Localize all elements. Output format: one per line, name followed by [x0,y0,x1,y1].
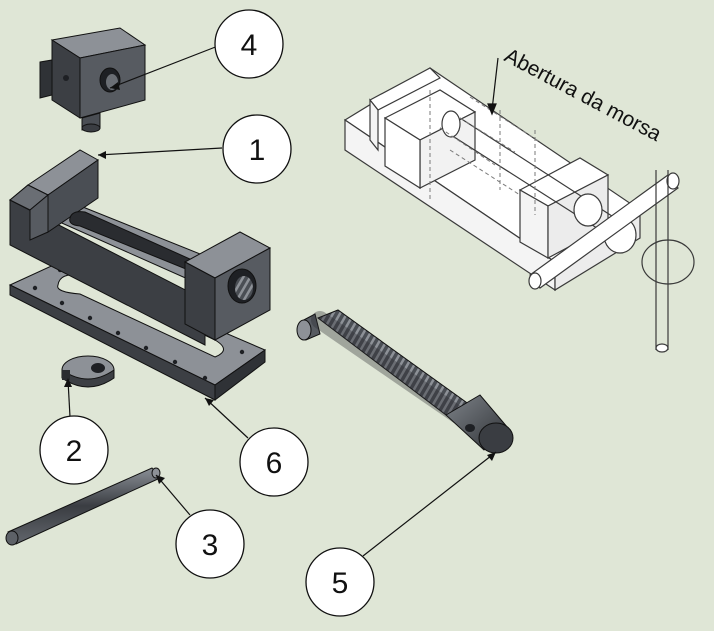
assembly-view [343,57,695,353]
balloon-number: 6 [266,447,283,480]
balloon-4: 4 [214,9,284,79]
balloon-number: 3 [202,529,219,562]
balloon-number: 5 [332,567,349,600]
balloon-1: 1 [222,114,292,184]
balloon-number: 4 [241,29,258,62]
leader-line-3 [155,474,191,516]
leader-line-5 [362,451,497,557]
balloon-6: 6 [239,427,309,497]
leader-arrow-3 [156,475,165,484]
leader-arrow-5 [487,452,496,461]
balloon-2: 2 [39,415,109,485]
balloon-circle [39,415,109,485]
balloon-circle [175,509,245,579]
leader-line-6 [204,397,249,439]
lead-screw-part [296,309,514,454]
balloon-circle [239,427,309,497]
leader-arrow-1 [98,151,106,159]
balloon-circle [305,547,375,617]
leader-line-4 [109,45,219,89]
balloon-circle [222,114,292,184]
balloon-circle [214,9,284,79]
leader-line-1 [97,147,223,156]
balloon-5: 5 [305,547,375,617]
small-washer-part [61,355,115,388]
balloon-number: 2 [66,435,83,468]
leader-arrow-6 [205,398,214,406]
movable-jaw-part [39,27,147,133]
base-plate-part [8,261,267,402]
balloon-number: 1 [249,134,266,167]
leader-arrow-4 [110,82,120,90]
leader-lines [64,45,497,557]
jaw-opening-label: Abertura da morsa [501,44,666,146]
vise-body-part [9,149,272,346]
leader-arrow-2 [64,378,72,387]
balloon-3: 3 [175,509,245,579]
